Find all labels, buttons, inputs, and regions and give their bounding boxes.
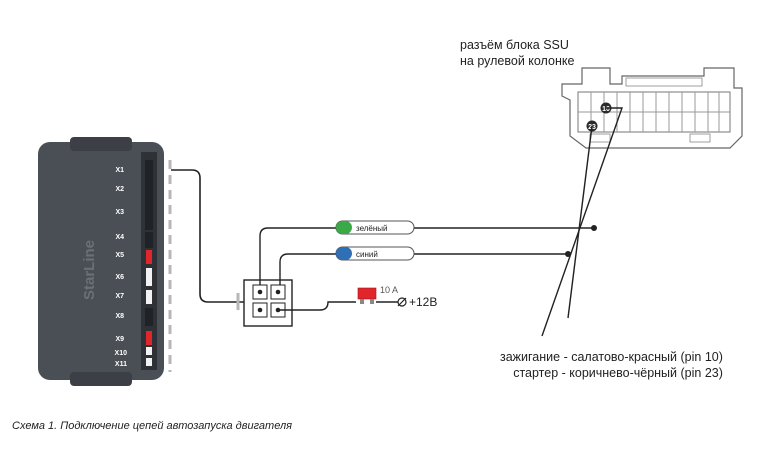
green-wire-label: зелёный (356, 224, 388, 233)
main-unit-top-tab (70, 137, 132, 151)
blue-wire-label: синий (356, 250, 378, 259)
port-label-x4: X4 (115, 234, 124, 241)
supply-label: +12В (409, 295, 437, 309)
port-label-x7: X7 (115, 293, 124, 300)
port-label-x8: X8 (115, 313, 124, 320)
green-wire (259, 227, 594, 285)
port-label-x11: X11 (115, 361, 127, 368)
ssu-title-line2: на рулевой колонке (460, 54, 575, 68)
ssu-connector-title: разъём блока SSU на рулевой колонке (460, 37, 574, 69)
port-label-x9: X9 (115, 336, 124, 343)
port-label-x5: X5 (115, 252, 124, 259)
port-label-x2: X2 (115, 186, 124, 193)
connector-pins (145, 160, 153, 366)
unit-to-relay-wire (171, 169, 248, 303)
ignition-wire (541, 107, 623, 337)
fuse-rating: 10 A (380, 285, 398, 295)
blue-wire (279, 253, 568, 285)
port-label-x6: X6 (115, 274, 124, 281)
figure-caption: Схема 1. Подключение цепей автозапуска д… (12, 420, 293, 432)
terminal-icon (397, 297, 407, 307)
legend-ignition: зажигание - салатово-красный (pin 10) (500, 350, 723, 364)
green-junction (591, 225, 597, 231)
port-label-x1: X1 (115, 167, 124, 174)
main-unit-body (38, 142, 164, 380)
main-unit: StarLine X1 X2 X3 X4 X5 X6 X7 X8 X9 X10 … (38, 137, 172, 386)
port-label-x10: X10 (115, 350, 128, 357)
power-wire (278, 301, 356, 311)
blue-wire-sleeve: синий (335, 246, 415, 261)
ssu-pin-10-label: 10 (602, 106, 610, 113)
legend-starter: стартер - коричнево-чёрный (pin 23) (513, 366, 723, 380)
blue-junction (565, 251, 571, 257)
main-unit-bottom-tab (70, 372, 132, 386)
green-wire-sleeve: зелёный (335, 220, 415, 235)
fuse-icon (357, 287, 377, 304)
port-label-x3: X3 (115, 209, 124, 216)
ssu-connector: 10 23 (561, 67, 743, 149)
ssu-title-line1: разъём блока SSU (460, 38, 569, 52)
pin-legend: зажигание - салатово-красный (pin 10) ст… (500, 349, 723, 381)
relay-block (236, 279, 293, 327)
starter-wire (567, 125, 593, 319)
brand-logo: StarLine (81, 240, 98, 300)
